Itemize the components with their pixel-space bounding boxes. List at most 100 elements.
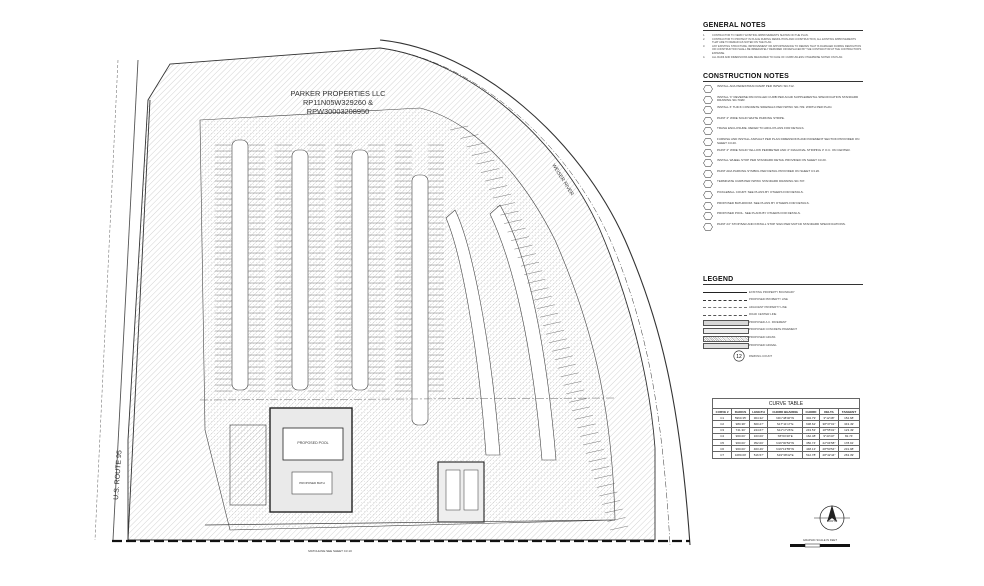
construction-note-item: PAINT 24" STOP BAR AND INSTALL STOP SIGN… (703, 221, 863, 232)
hexagon-note-icon (703, 222, 713, 231)
construction-note-text: INSTALL ADA PEDESTRIAN RAMP PER ISPWC SD… (717, 84, 795, 88)
legend-swatch (703, 314, 747, 316)
construction-note-item: INSTALL 6' THICK CONCRETE SIDEWALK PER I… (703, 105, 863, 115)
construction-note-item: INSTALL ADA PEDESTRIAN RAMP PER ISPWC SD… (703, 84, 863, 94)
general-note-item: 1. CONTRACTOR TO VERIFY EXISTING IMPROVEM… (703, 34, 863, 38)
legend-swatch (703, 327, 749, 334)
bath-label: PROPOSED BATH (299, 481, 325, 485)
table-cell: 28°42'44" (818, 451, 840, 459)
general-note-number: 4. (703, 55, 706, 59)
table-cell: 516.57' (748, 451, 769, 459)
construction-note-text: PROPOSED BATHROOM. SEE PLANS BY OTHERS F… (717, 200, 810, 205)
legend-swatch (703, 343, 749, 350)
pickleball-area (437, 461, 485, 523)
north-arrow-icon (814, 505, 850, 531)
hexagon-note-icon (703, 212, 713, 220)
general-note-number: 1. (703, 34, 706, 37)
legend-item: PROPOSED CONCRETE PAVEMENT (703, 326, 863, 334)
construction-note-text: PAINT 24" STOP BAR AND INSTALL STOP SIGN… (717, 221, 846, 226)
legend-label: PROPOSED PROPERTY LINE (749, 297, 788, 302)
construction-note-text: INSTALL 'F' REVERSE PAN ROLLED CURB PER … (717, 94, 859, 103)
legend-item: PROPOSED PROPERTY LINE (703, 296, 863, 304)
legend-swatch (703, 307, 747, 309)
legend-label: EXISTING PROPERTY BOUNDARY (749, 289, 795, 294)
legend-label: PROPOSED GRASS (749, 335, 776, 340)
legend-label: PROPOSED A.C. PAVEMENT (749, 319, 787, 324)
hexagon-note-icon (703, 127, 713, 136)
hexagon-note-icon (703, 85, 713, 93)
table-cell: S19°38'42"E (767, 451, 803, 459)
north-label: NORTH (827, 519, 838, 523)
graphic-scale (790, 543, 850, 548)
parking-count-symbol: 12 (736, 354, 742, 360)
owner-line-2: RP11N05W329260 & (303, 98, 373, 107)
legend-item: PROPOSED GRAVEL (703, 341, 863, 350)
legend-list: EXISTING PROPERTY BOUNDARY PROPOSED PROPE… (703, 288, 863, 350)
general-note-text: CONTRACTOR TO PROTECT IN PLACE DURING DE… (712, 37, 856, 45)
general-note-item: 4. ALL RADII AND DIMENSIONS ARE MEASURED … (703, 56, 863, 60)
legend-label: PROPOSED GRAVEL (749, 342, 777, 347)
construction-note-text: INSTALL WHEEL STOP PER STANDARD DETAIL P… (717, 158, 827, 163)
general-notes-panel: GENERAL NOTES 1. CONTRACTOR TO VERIFY EXI… (703, 22, 863, 59)
pool-label: PROPOSED POOL (297, 441, 328, 445)
parking-stalls (215, 144, 444, 392)
hexagon-note-icon (703, 117, 713, 125)
general-note-text: ALL RADII AND DIMENSIONS ARE MEASURED TO… (712, 55, 843, 59)
hexagon-note-icon (703, 170, 713, 178)
legend-item: PROPOSED A.C. PAVEMENT (703, 318, 863, 327)
construction-note-item: PICKLEBALL COURT. SEE PLANS BY OTHERS FO… (703, 189, 863, 200)
legend-item: ROAD CENTER LINE (703, 311, 863, 319)
general-note-number: 3. (703, 44, 706, 48)
parking-count-icon: 12 (733, 350, 745, 362)
construction-note-item: PROPOSED BATHROOM. SEE PLANS BY OTHERS F… (703, 200, 863, 211)
construction-note-text: INSTALL 6' THICK CONCRETE SIDEWALK PER I… (717, 105, 833, 110)
table-cell: C7 (711, 451, 733, 459)
weiser-river-edge (379, 39, 691, 546)
hexagon-note-icon (703, 95, 713, 104)
road-label: U.S. ROUTE 95 (113, 450, 123, 500)
general-notes-list: 1. CONTRACTOR TO VERIFY EXISTING IMPROVEM… (703, 34, 863, 59)
river-side-parking (449, 125, 629, 531)
hexagon-note-icon (703, 191, 713, 199)
legend-swatch (703, 335, 749, 342)
legend-label: ADJACENT PROPERTY LINE (749, 304, 787, 309)
legend-swatch (703, 292, 747, 293)
construction-note-text: TRASH ENCLOSURE. REFER TO ARCH PLANS FOR… (717, 126, 805, 131)
construction-note-text: PAINT ADA PARKING SYMBOL PER DETAIL PROV… (717, 168, 820, 173)
legend-label: PROPOSED CONCRETE PAVEMENT (749, 327, 798, 332)
table-cell: 263.39' (838, 451, 860, 459)
hexagon-note-icon (703, 159, 713, 167)
construction-note-text: PAINT 4" WIDE SOLID WHITE PARKING STRIPE… (717, 115, 785, 120)
construction-note-item: PAINT 4" WIDE SOLID WHITE PARKING STRIPE… (703, 115, 863, 126)
construction-note-item: PAINT ADA PARKING SYMBOL PER DETAIL PROV… (703, 168, 863, 179)
general-note-text: ANY EXISTING STRUCTURE, IMPROVEMENT OR A… (712, 44, 862, 55)
hexagon-note-icon (703, 180, 713, 189)
construction-note-text: FURNISH AND INSTALL ASPHALT PER PLAN DIM… (717, 136, 860, 145)
legend-swatch (703, 299, 747, 301)
legend-item: EXISTING PROPERTY BOUNDARY (703, 288, 863, 296)
construction-note-item: INSTALL 'F' REVERSE PAN ROLLED CURB PER … (703, 94, 863, 105)
parking-count-label: PARKING COUNT (749, 353, 773, 358)
legend-label: ROAD CENTER LINE (749, 312, 777, 317)
pool-area (229, 407, 353, 513)
general-note-item: 2.CONTRACTOR TO PROTECT IN PLACE DURING … (703, 38, 863, 45)
us-route-95-corridor (94, 59, 151, 541)
construction-note-item: INSTALL WHEEL STOP PER STANDARD DETAIL P… (703, 158, 863, 168)
scale-label: GRAPHIC SCALE IN FEET (803, 538, 837, 542)
general-notes-title: GENERAL NOTES (703, 22, 863, 31)
legend-item: PROPOSED GRASS (703, 334, 863, 342)
construction-notes-title: CONSTRUCTION NOTES (703, 73, 863, 82)
construction-note-text: PICKLEBALL COURT. SEE PLANS BY OTHERS FO… (717, 189, 804, 194)
general-note-text: CONTRACTOR TO VERIFY EXISTING IMPROVEMEN… (712, 34, 809, 37)
parking-islands (231, 139, 557, 461)
construction-note-text: PAINT 4" WIDE SOLID YELLOW PERIMETER AND… (717, 147, 851, 152)
table-cell: 1080.00' (731, 451, 750, 459)
legend-swatch (703, 320, 749, 327)
construction-notes-panel: CONSTRUCTION NOTES INSTALL ADA PEDESTRIA… (703, 73, 863, 233)
